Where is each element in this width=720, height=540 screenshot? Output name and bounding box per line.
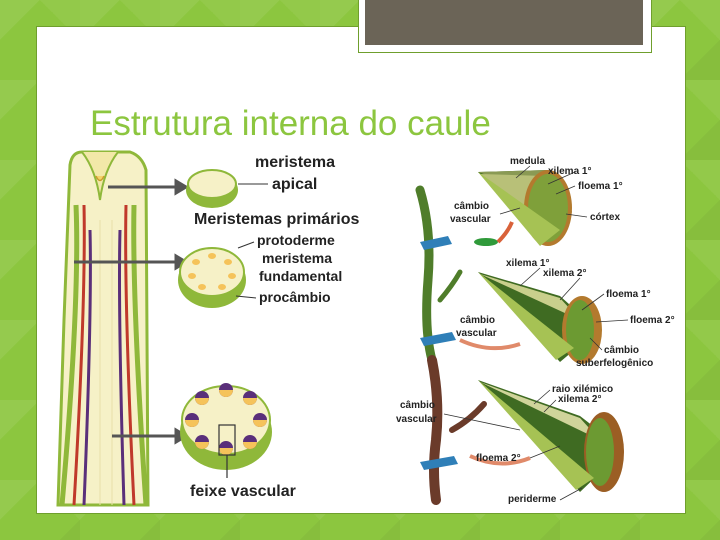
wedge-primary-growth [478,170,572,246]
right-diagram-leader-lines [443,165,629,501]
label-floema-1-mid: floema 1° [606,289,651,300]
apical-cross-section [186,169,238,208]
label-cambio-low: câmbio [400,400,435,411]
label-procambio: procâmbio [259,289,331,305]
label-xilema-1-top: xilema 1° [548,166,591,177]
label-periderme: periderme [508,494,557,505]
slide-title: Estrutura interna do caule [90,104,491,143]
twig-illustration [415,185,487,505]
small-cross-section-arrow [474,221,514,246]
label-cambio-mid: câmbio [460,315,495,326]
label-vascular-low: vascular [396,414,437,425]
label-xilema-1-mid: xilema 1° [506,258,549,269]
right-diagram-labels: medula xilema 1° floema 1° câmbio vascul… [396,156,675,505]
label-suberofelogenico: suberfelogênico [576,358,653,369]
stem-longitudinal-section [56,150,150,507]
label-apical: apical [272,176,317,193]
label-cambio-top: câmbio [454,201,489,212]
label-meristema-2: meristema [262,250,332,266]
label-cortex: córtex [590,212,620,223]
title-tab-fill [365,0,643,45]
label-floema-1-top: floema 1° [578,181,623,192]
vascular-bundle-cross-section [180,383,272,478]
label-cambio-sub: câmbio [604,345,639,356]
wedge-periderme [478,380,624,492]
wedge-secondary-growth [478,272,602,364]
label-vascular-mid: vascular [456,328,497,339]
label-protoderme: protoderme [257,232,335,248]
label-vascular-top: vascular [450,214,491,225]
label-xilema-2-mid: xilema 2° [543,268,586,279]
primary-meristem-cross-section [178,247,246,308]
label-floema-2-mid: floema 2° [630,315,675,326]
arrow-to-wedge-3 [469,454,531,466]
label-meristema: meristema [255,154,335,171]
label-xilema-2-low: xilema 2° [558,394,601,405]
title-tab [358,0,652,53]
label-floema-2-low: floema 2° [476,453,521,464]
label-raio-xilemico: raio xilémico [552,384,613,395]
label-fundamental: fundamental [259,268,342,284]
label-feixe-vascular: feixe vascular [190,483,296,500]
arrow-to-wedge-2 [459,338,521,351]
label-medula: medula [510,156,545,167]
label-meristemas-primarios: Meristemas primários [194,211,360,228]
